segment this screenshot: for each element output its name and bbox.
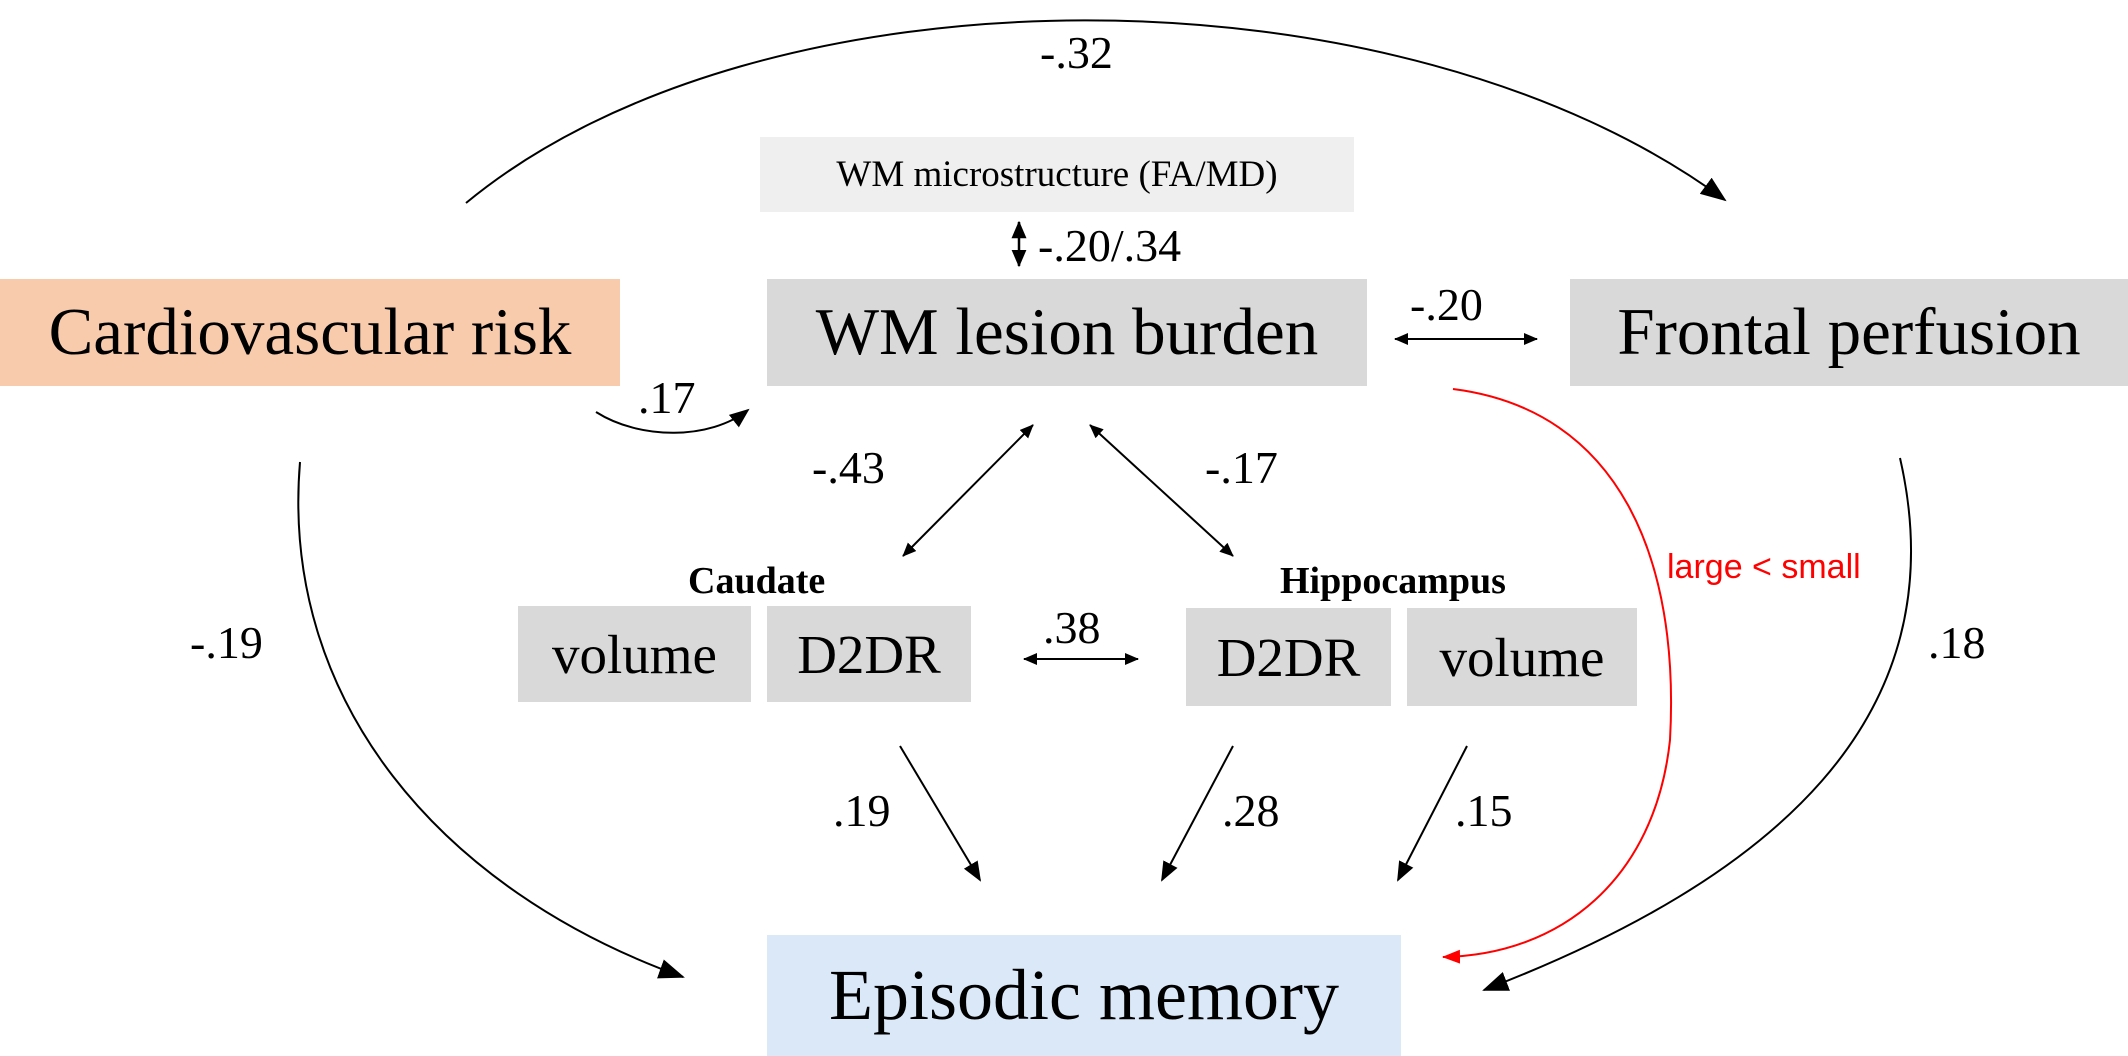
coef-lesion-frontal: -.20 [1410, 279, 1483, 330]
edge-lesion-caudate [902, 424, 1034, 557]
node-cardiovascular-risk: Cardiovascular risk [0, 279, 620, 386]
coef-micro-lesion: -.20/.34 [1038, 220, 1182, 271]
node-frontal-perfusion: Frontal perfusion [1570, 279, 2128, 386]
node-hippocampus-d2dr: D2DR [1186, 608, 1391, 706]
edge-lesion-hippocampus [1089, 424, 1234, 557]
coef-lesion-hippocampus: -.17 [1205, 442, 1278, 493]
node-wm-lesion-burden: WM lesion burden [767, 279, 1367, 386]
edge-risk-frontal [465, 19, 1727, 204]
coef-lesion-caudate: -.43 [812, 442, 885, 493]
coef-hippocampus-volume-memory: .15 [1455, 785, 1513, 836]
label-lesion-memory: large < small [1667, 548, 1861, 586]
caudate-title: Caudate [688, 560, 826, 602]
edge-lesion-memory [1442, 388, 1672, 964]
edge-caudate-d2dr-memory [899, 745, 982, 882]
node-wm-microstructure: WM microstructure (FA/MD) [760, 137, 1354, 212]
edge-hippocampus-volume-memory [1397, 745, 1468, 882]
node-caudate-d2dr: D2DR [767, 606, 971, 702]
node-hippocampus-volume: volume [1407, 608, 1637, 706]
coef-caudate-d2dr-memory: .19 [833, 785, 891, 836]
edge-frontal-memory [1482, 457, 1912, 991]
node-episodic-memory: Episodic memory [767, 935, 1401, 1056]
coef-risk-lesion: .17 [638, 372, 696, 423]
coef-hippocampus-d2dr-memory: .28 [1222, 785, 1280, 836]
node-caudate-volume: volume [518, 606, 751, 702]
hippocampus-title: Hippocampus [1280, 560, 1506, 602]
edge-hippocampus-d2dr-memory [1161, 745, 1234, 882]
coef-risk-memory: -.19 [190, 617, 263, 668]
edge-risk-lesion [595, 408, 750, 434]
edge-risk-memory [297, 461, 685, 979]
coef-risk-frontal: -.32 [1040, 27, 1113, 78]
coef-caudate-hippocampus: .38 [1043, 602, 1101, 653]
coef-frontal-memory: .18 [1928, 617, 1986, 668]
